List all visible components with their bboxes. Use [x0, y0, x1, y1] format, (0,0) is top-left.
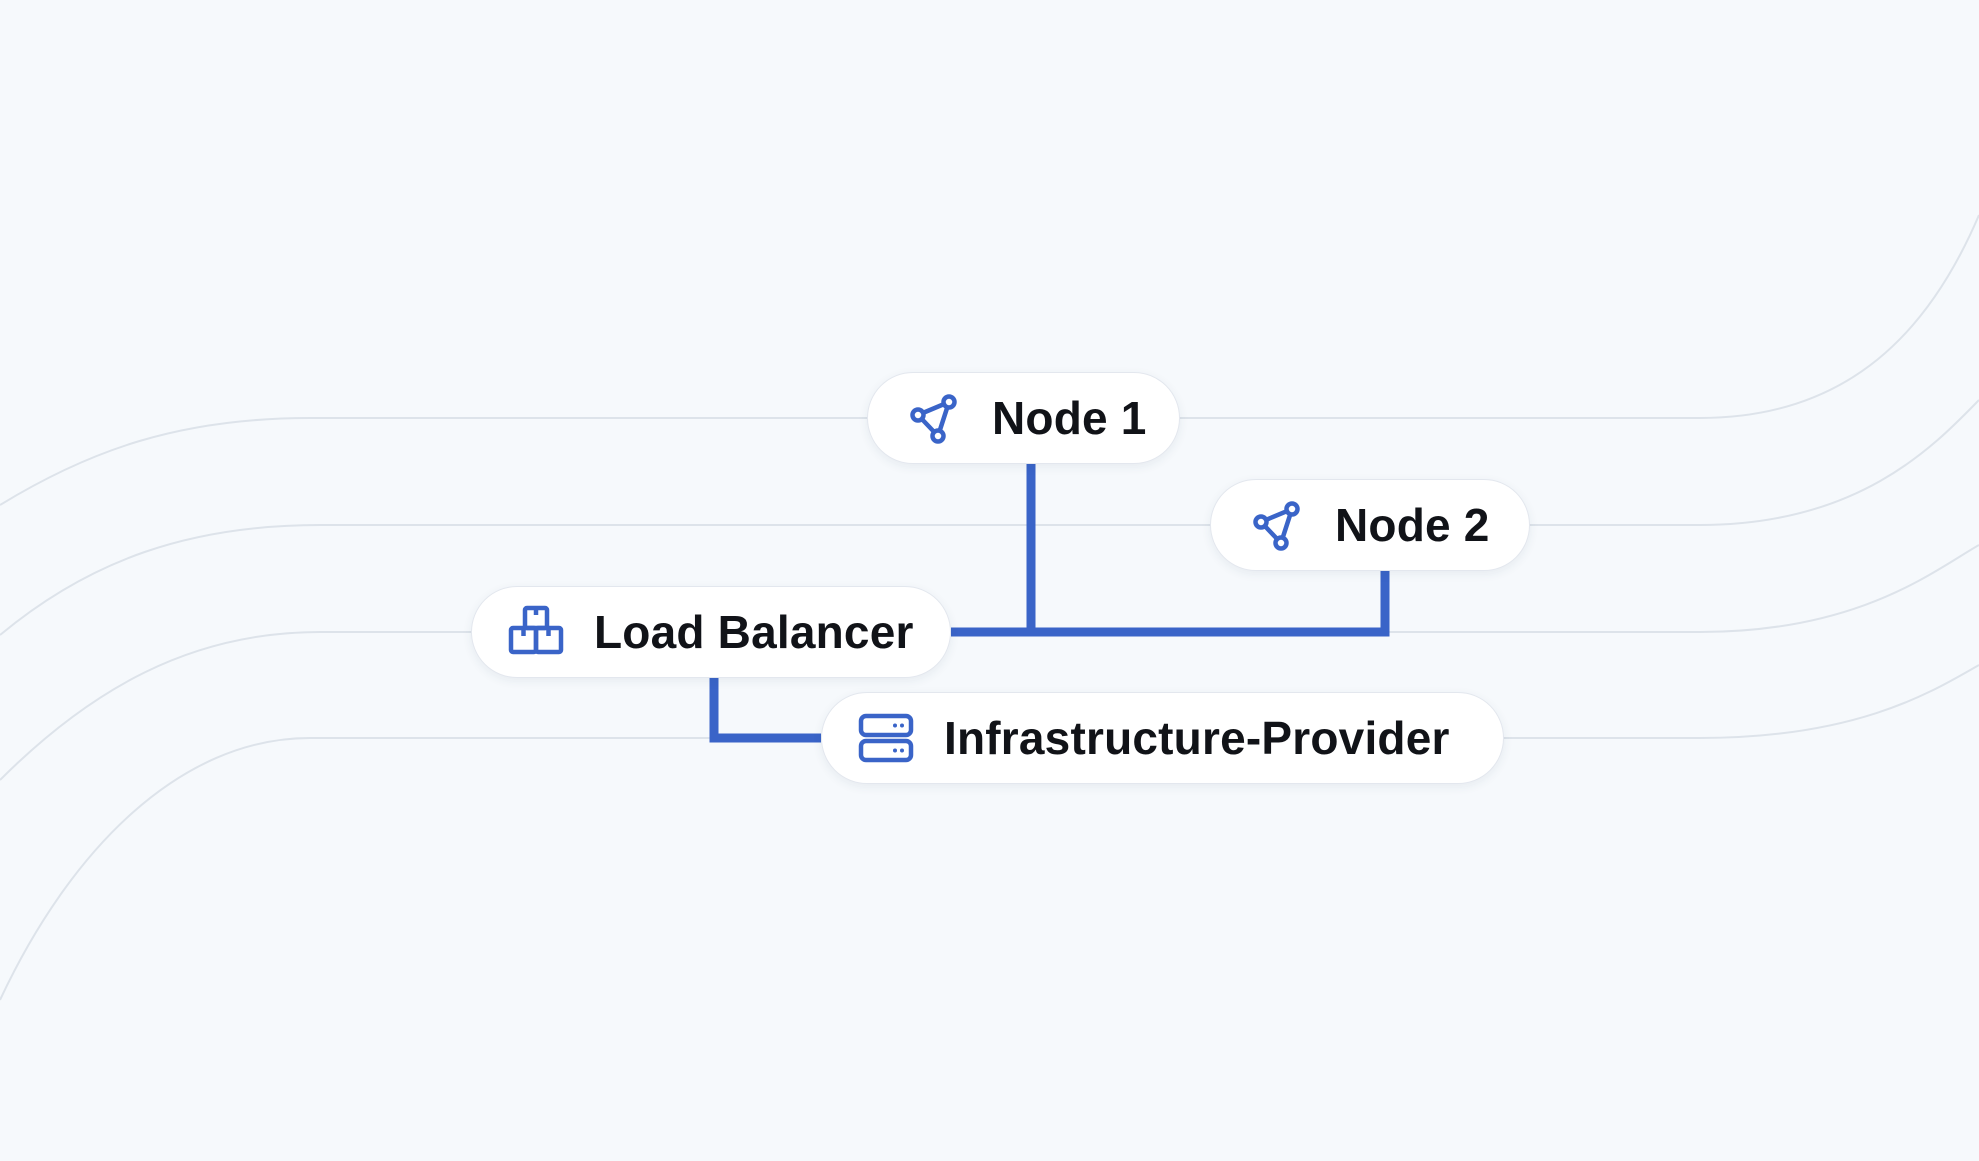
boxes-icon — [506, 602, 566, 662]
load-balancer-card[interactable]: Load Balancer — [471, 586, 951, 678]
bg-curve-4 — [0, 664, 1979, 1001]
node-label: Load Balancer — [594, 606, 914, 658]
server-icon — [856, 708, 916, 768]
network-node-icon — [904, 388, 964, 448]
infrastructure-provider-card[interactable]: Infrastructure-Provider — [821, 692, 1504, 784]
node-2-card[interactable]: Node 2 — [1210, 479, 1530, 571]
node-label: Infrastructure-Provider — [944, 712, 1450, 764]
connector-lb-infra — [709, 678, 821, 743]
network-node-icon — [1247, 495, 1307, 555]
node-label: Node 2 — [1335, 499, 1490, 551]
bg-curve-1 — [0, 214, 1979, 506]
bg-curve-3 — [0, 544, 1979, 781]
node-1-card[interactable]: Node 1 — [867, 372, 1180, 464]
bg-curve-2 — [0, 399, 1979, 636]
node-label: Node 1 — [992, 392, 1147, 444]
connector-lb-node2 — [951, 571, 1390, 637]
